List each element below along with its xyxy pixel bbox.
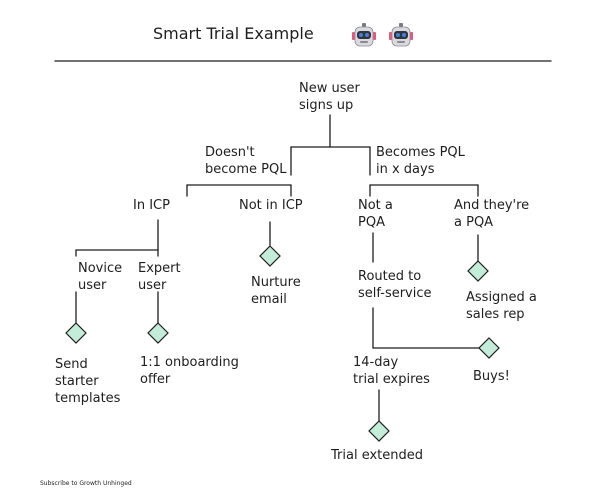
node-send-starter-templates: Send starter templates (55, 357, 121, 406)
nurture-email-diamond (259, 245, 281, 267)
robot-icon (352, 23, 376, 47)
node-expert-user: Expert user (138, 261, 181, 293)
node-doesnt-become-pql: Doesn't become PQL (205, 145, 287, 177)
node-nurture-email: Nurture email (251, 275, 301, 307)
node-buys: Buys! (473, 369, 510, 384)
node-becomes-pql: Becomes PQL in x days (376, 145, 465, 177)
page-title: Smart Trial Example (153, 24, 314, 43)
footer-credit: Subscribe to Growth Unhinged (40, 480, 132, 487)
sales-rep-diamond (467, 260, 489, 282)
node-routed-to-self-service: Routed to self-service (358, 269, 432, 301)
buys-diamond (478, 337, 500, 359)
node-not-in-icp: Not in ICP (239, 198, 303, 213)
robot-icon (389, 23, 413, 47)
node-not-a-pqa: Not a PQA (358, 198, 393, 230)
node-and-theyre-a-pqa: And they're a PQA (454, 198, 530, 230)
node-trial-extended: Trial extended (331, 448, 423, 463)
node-novice-user: Novice user (78, 261, 123, 293)
node-trial-expires: 14-day trial expires (353, 355, 430, 387)
node-assigned-a-sales-rep: Assigned a sales rep (466, 290, 537, 322)
onboarding-offer-diamond (147, 322, 169, 344)
node-onboarding-offer: 1:1 onboarding offer (140, 355, 239, 387)
node-in-icp: In ICP (133, 198, 170, 213)
send-templates-diamond (65, 322, 87, 344)
node-new-user-signs-up: New user signs up (299, 81, 360, 113)
trial-extended-diamond (368, 420, 390, 442)
